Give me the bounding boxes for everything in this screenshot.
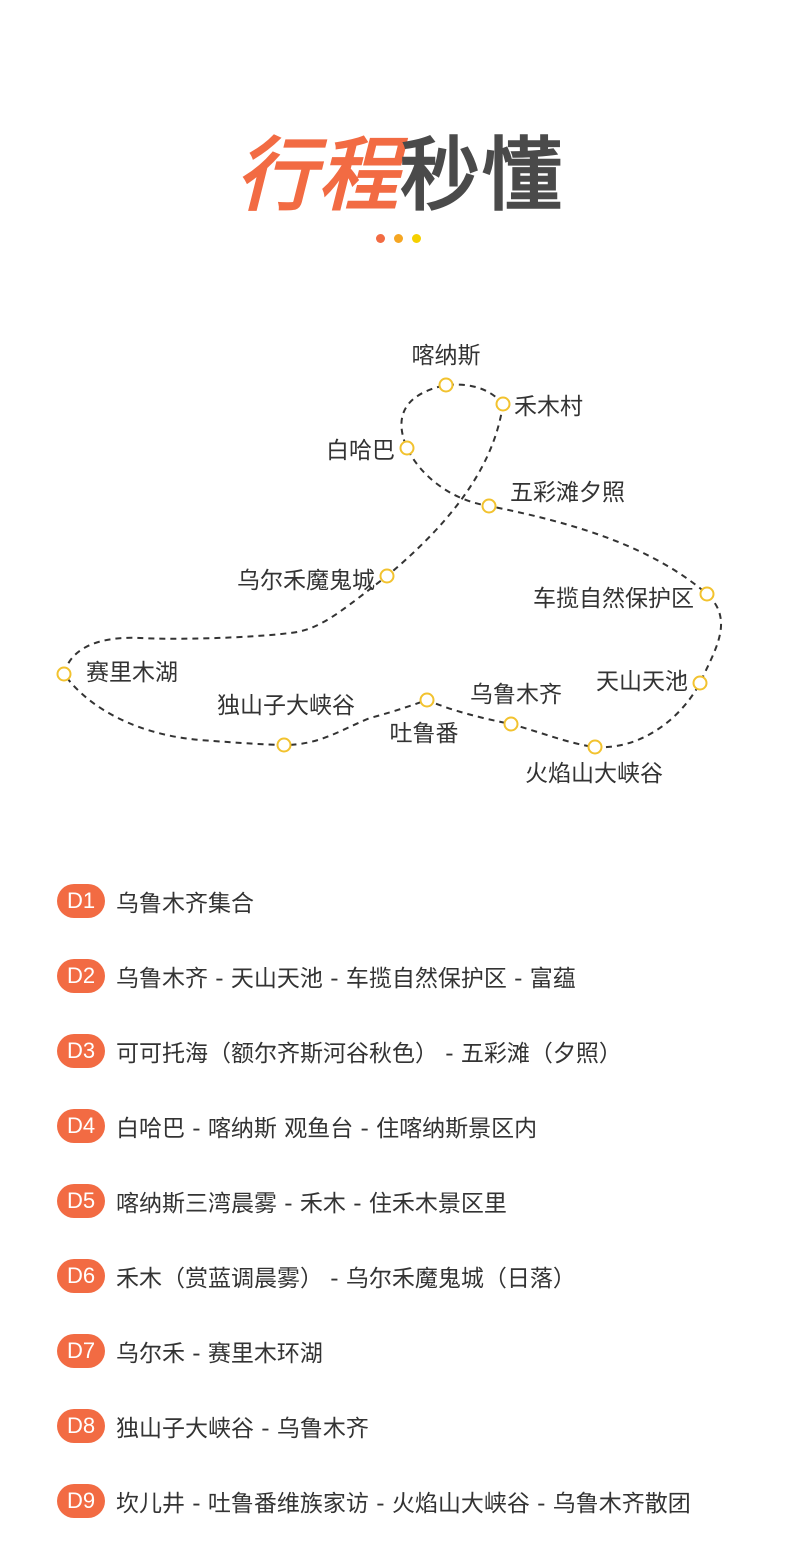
title-part-1: 行程 <box>236 129 400 222</box>
stop-marker <box>503 716 519 732</box>
day-text: 乌鲁木齐 - 天山天池 - 车揽自然保护区 - 富蕴 <box>116 966 576 992</box>
stop-label: 天山天池 <box>596 669 688 695</box>
day-badge: D5 <box>57 1184 105 1218</box>
day-badge: D3 <box>57 1034 105 1068</box>
itinerary-day-2: D2 乌鲁木齐 - 天山天池 - 车揽自然保护区 - 富蕴 <box>57 959 576 993</box>
day-text: 喀纳斯三湾晨雾 - 禾木 - 住禾木景区里 <box>116 1191 507 1217</box>
day-text: 乌尔禾 - 赛里木环湖 <box>116 1341 323 1367</box>
day-text: 乌鲁木齐集合 <box>116 891 254 917</box>
itinerary-day-7: D7 乌尔禾 - 赛里木环湖 <box>57 1334 323 1368</box>
stop-marker <box>419 692 435 708</box>
stop-marker <box>56 666 72 682</box>
itinerary-day-1: D1 乌鲁木齐集合 <box>57 884 254 918</box>
day-badge: D6 <box>57 1259 105 1293</box>
stop-marker <box>699 586 715 602</box>
stop-marker <box>692 675 708 691</box>
stop-label: 白哈巴 <box>326 438 395 464</box>
day-text: 可可托海（额尔齐斯河谷秋色） - 五彩滩（夕照） <box>116 1041 622 1067</box>
stop-label: 车揽自然保护区 <box>533 586 694 612</box>
day-badge: D2 <box>57 959 105 993</box>
day-badge: D8 <box>57 1409 105 1443</box>
day-text: 独山子大峡谷 - 乌鲁木齐 <box>116 1416 369 1442</box>
day-text: 禾木（赏蓝调晨雾） - 乌尔禾魔鬼城（日落） <box>116 1266 576 1292</box>
stop-marker <box>399 440 415 456</box>
stop-label: 火焰山大峡谷 <box>525 761 663 787</box>
stop-label: 独山子大峡谷 <box>217 693 355 719</box>
itinerary-day-9: D9 坎儿井 - 吐鲁番维族家访 - 火焰山大峡谷 - 乌鲁木齐散团 <box>57 1484 691 1518</box>
itinerary-day-6: D6 禾木（赏蓝调晨雾） - 乌尔禾魔鬼城（日落） <box>57 1259 576 1293</box>
title-decoration-dots <box>376 234 430 244</box>
decoration-dot-2 <box>394 234 403 243</box>
stop-label: 乌鲁木齐 <box>470 682 562 708</box>
day-badge: D1 <box>57 884 105 918</box>
stop-marker <box>438 377 454 393</box>
stop-marker <box>495 396 511 412</box>
itinerary-day-3: D3 可可托海（额尔齐斯河谷秋色） - 五彩滩（夕照） <box>57 1034 622 1068</box>
stop-label: 赛里木湖 <box>86 660 178 686</box>
stop-label: 五彩滩夕照 <box>510 480 625 506</box>
stop-marker <box>379 568 395 584</box>
title-part-2: 秒懂 <box>400 129 564 222</box>
page-title: 行程秒懂 <box>0 128 800 224</box>
itinerary-day-8: D8 独山子大峡谷 - 乌鲁木齐 <box>57 1409 369 1443</box>
stop-marker <box>276 737 292 753</box>
stop-label: 禾木村 <box>514 394 583 420</box>
stop-marker <box>587 739 603 755</box>
stop-marker <box>481 498 497 514</box>
stop-label: 吐鲁番 <box>390 721 459 747</box>
day-badge: D7 <box>57 1334 105 1368</box>
itinerary-day-5: D5 喀纳斯三湾晨雾 - 禾木 - 住禾木景区里 <box>57 1184 507 1218</box>
day-badge: D9 <box>57 1484 105 1518</box>
day-text: 白哈巴 - 喀纳斯 观鱼台 - 住喀纳斯景区内 <box>116 1116 538 1142</box>
stop-label: 乌尔禾魔鬼城 <box>237 568 375 594</box>
decoration-dot-3 <box>412 234 421 243</box>
day-text: 坎儿井 - 吐鲁番维族家访 - 火焰山大峡谷 - 乌鲁木齐散团 <box>116 1491 691 1517</box>
itinerary-day-4: D4 白哈巴 - 喀纳斯 观鱼台 - 住喀纳斯景区内 <box>57 1109 537 1143</box>
decoration-dot-1 <box>376 234 385 243</box>
day-badge: D4 <box>57 1109 105 1143</box>
stop-label: 喀纳斯 <box>412 343 481 369</box>
